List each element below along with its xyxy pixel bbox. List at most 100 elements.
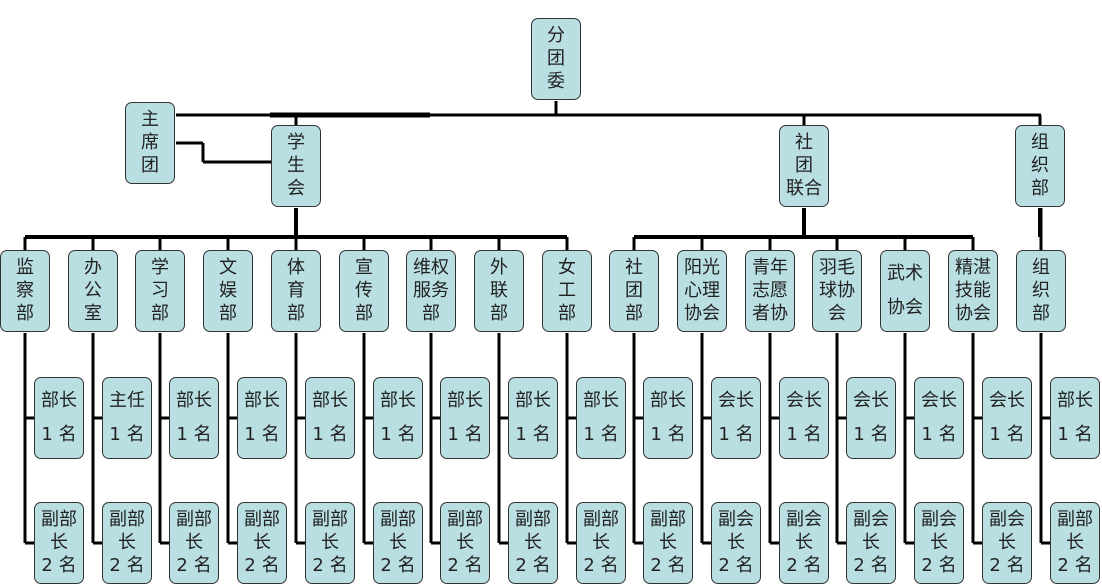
node-root[interactable]: 分团委 — [531, 18, 581, 100]
node-head-label: 部长 — [650, 390, 686, 411]
node-department-label: 者协 — [752, 302, 788, 324]
node-deputy-label: 长 — [50, 531, 68, 553]
node-deputy-label: 2 名 — [447, 554, 483, 576]
node-department[interactable]: 维权服务部 — [406, 250, 456, 332]
node-department[interactable]: 阳光心理协会 — [677, 250, 727, 332]
node-head-label: 部长 — [583, 390, 619, 411]
node-department[interactable]: 文娱部 — [203, 250, 253, 332]
node-head-label: 1 名 — [650, 424, 686, 445]
node-department-label: 会 — [828, 302, 846, 324]
node-unit-1-label: 团 — [795, 154, 813, 176]
node-department[interactable]: 羽毛球协会 — [812, 250, 862, 332]
node-head-label: 部长 — [312, 390, 348, 411]
node-unit-0[interactable]: 学生会 — [271, 125, 321, 207]
node-department-label: 部 — [219, 302, 237, 324]
node-department[interactable]: 监察部 — [0, 250, 50, 332]
node-deputy-label: 2 名 — [718, 554, 754, 576]
node-head[interactable]: 部长 1 名 — [643, 377, 693, 459]
node-unit-1[interactable]: 社团联合 — [779, 125, 829, 207]
node-head-label: 部长 — [41, 390, 77, 411]
node-department[interactable]: 女工部 — [542, 250, 592, 332]
node-deputy-label: 长 — [253, 531, 271, 553]
node-head-label: 1 名 — [989, 424, 1025, 445]
node-deputy-label: 副会 — [989, 509, 1025, 531]
node-deputy-label: 2 名 — [244, 554, 280, 576]
node-root-label: 委 — [547, 70, 565, 92]
node-department-label: 织 — [1032, 279, 1050, 301]
node-department-label: 部 — [490, 302, 508, 324]
node-deputy-label: 2 名 — [41, 554, 77, 576]
node-department[interactable]: 武术协会 — [880, 250, 930, 332]
node-head-label: 1 名 — [853, 424, 889, 445]
node-department-label: 办 — [84, 257, 102, 279]
node-department-label: 部 — [16, 302, 34, 324]
node-head-label: 1 名 — [583, 424, 619, 445]
node-root-label: 分 — [547, 25, 565, 47]
node-department[interactable]: 外联部 — [474, 250, 524, 332]
node-deputy-label: 2 名 — [650, 554, 686, 576]
node-head[interactable]: 会长 1 名 — [711, 377, 761, 459]
node-head-label: 1 名 — [447, 424, 483, 445]
node-department-label: 球协 — [819, 279, 855, 301]
node-department-label: 部 — [1032, 302, 1050, 324]
node-department[interactable]: 社团部 — [609, 250, 659, 332]
node-unit-2[interactable]: 组织部 — [1015, 125, 1065, 207]
node-head[interactable]: 部长 1 名 — [576, 377, 626, 459]
node-presidium[interactable]: 主席团 — [125, 102, 175, 184]
node-department[interactable]: 青年志愿者协 — [745, 250, 795, 332]
node-head-label: 1 名 — [718, 424, 754, 445]
node-deputy-label: 长 — [1066, 531, 1084, 553]
node-deputy-label: 副部 — [380, 509, 416, 531]
node-department-label: 女 — [558, 257, 576, 279]
node-department-label: 外 — [490, 257, 508, 279]
node-head-label: 1 名 — [1057, 424, 1093, 445]
node-department[interactable]: 精湛技能协会 — [948, 250, 998, 332]
node-department[interactable]: 办公室 — [68, 250, 118, 332]
node-department-label: 维权 — [413, 257, 449, 279]
node-head-label: 部长 — [380, 390, 416, 411]
node-deputy-label: 长 — [998, 531, 1016, 553]
node-department-label: 学 — [151, 257, 169, 279]
node-deputy-label: 长 — [456, 531, 474, 553]
node-department[interactable]: 宣传部 — [339, 250, 389, 332]
node-department-label: 协会 — [684, 302, 720, 324]
node-head-label: 会长 — [718, 390, 754, 411]
node-deputy-label: 长 — [118, 531, 136, 553]
node-department[interactable]: 组织部 — [1016, 250, 1066, 332]
node-department[interactable]: 学习部 — [135, 250, 185, 332]
node-department-label: 青年 — [752, 257, 788, 279]
node-department[interactable]: 体育部 — [271, 250, 321, 332]
node-department-label: 宣 — [355, 257, 373, 279]
node-deputy-label: 长 — [524, 531, 542, 553]
node-deputy-label: 长 — [592, 531, 610, 553]
